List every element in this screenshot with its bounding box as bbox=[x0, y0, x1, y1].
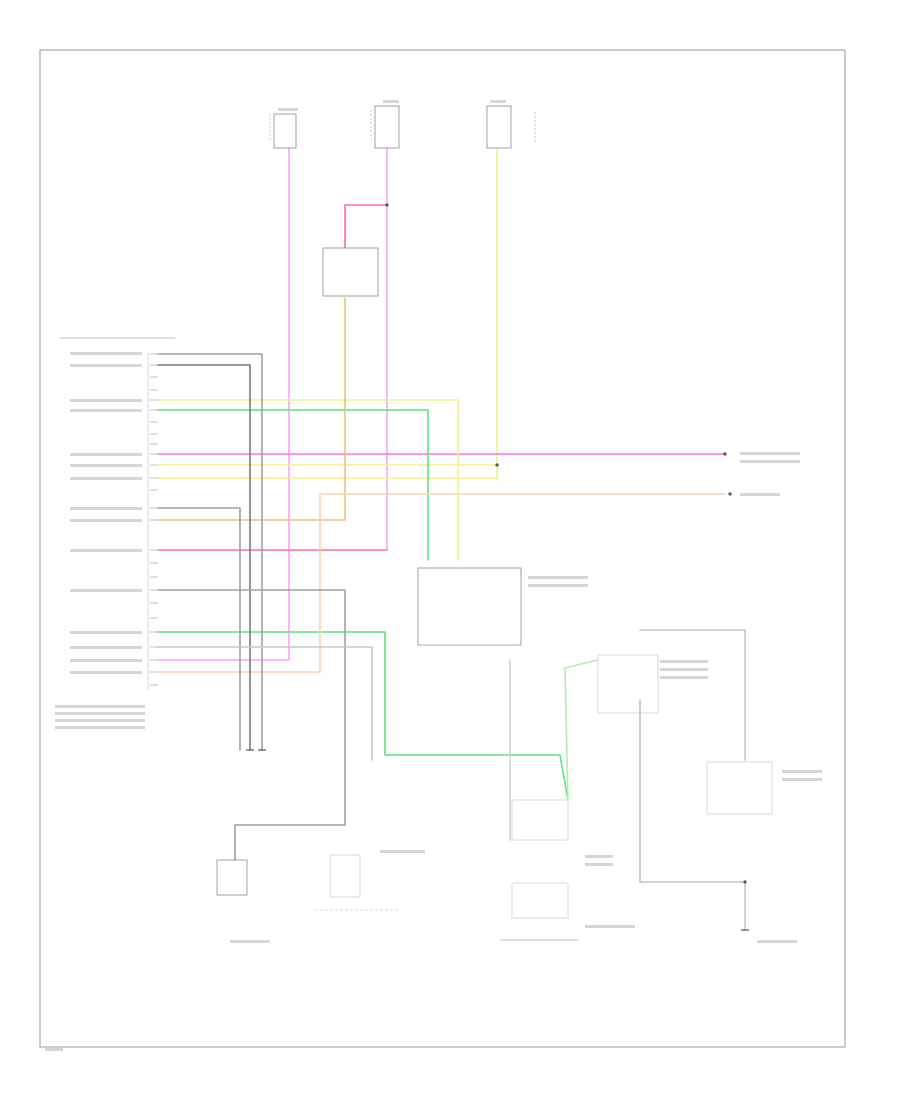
wire-green-1 bbox=[157, 409, 429, 561]
wire-red-relay bbox=[344, 204, 388, 249]
wire-gray-3 bbox=[157, 589, 346, 861]
junction-dots bbox=[385, 203, 747, 884]
wire-gray-right bbox=[639, 629, 746, 761]
pcm-pin-stubs bbox=[150, 353, 158, 686]
wire-gray-ground bbox=[157, 353, 263, 751]
relay-box bbox=[322, 247, 379, 297]
fuse-block-center bbox=[370, 105, 400, 149]
wire-gray-2 bbox=[157, 507, 241, 751]
far-right-module-box bbox=[706, 761, 773, 815]
fuse-block-left bbox=[269, 113, 297, 149]
fuse-block-right bbox=[486, 105, 536, 149]
wire-orange-relay bbox=[157, 297, 346, 521]
illegible-label-marks bbox=[45, 100, 822, 1051]
wire-gray-4 bbox=[157, 646, 373, 761]
lamp-component bbox=[216, 859, 248, 896]
wire-pink-left bbox=[157, 147, 290, 661]
switch-upper bbox=[511, 799, 569, 841]
control-module-box bbox=[417, 567, 522, 646]
wire-dark-ground bbox=[157, 364, 251, 751]
right-module-box bbox=[597, 654, 659, 714]
wire-yellow-3 bbox=[157, 399, 459, 561]
sensor-component bbox=[329, 854, 361, 898]
wire-light-green bbox=[564, 659, 599, 801]
diagram-frame bbox=[39, 49, 846, 1048]
ground-symbol bbox=[246, 749, 749, 931]
wire-peach-long bbox=[157, 493, 726, 673]
wire-gray-right-2 bbox=[639, 699, 746, 931]
switch-lower bbox=[511, 882, 569, 919]
wire-green-2 bbox=[157, 631, 569, 801]
